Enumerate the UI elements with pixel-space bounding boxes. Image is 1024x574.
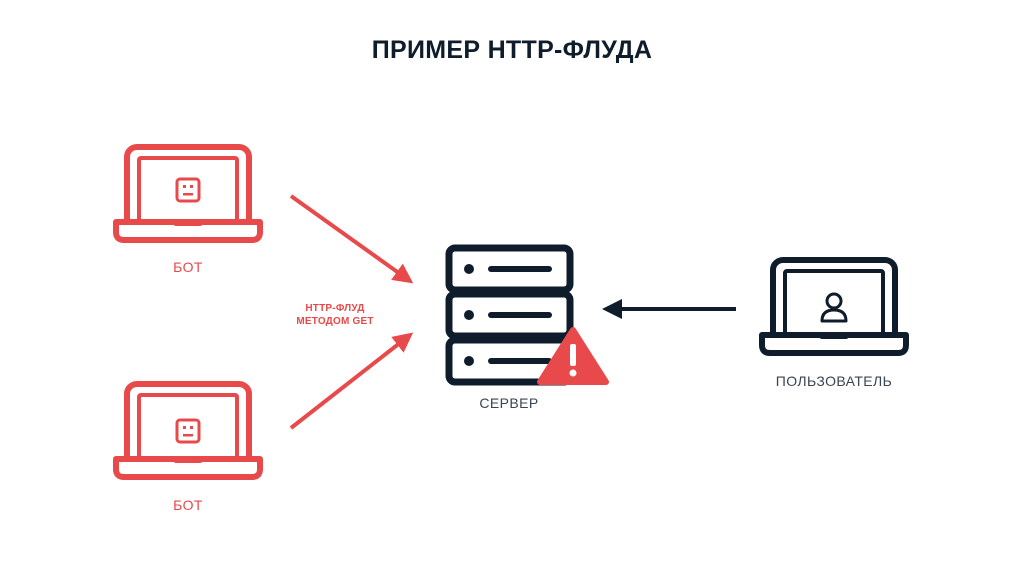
bot-face-icon: [175, 418, 201, 444]
user-laptop: [759, 257, 909, 356]
bot-label-top: БОТ: [173, 259, 203, 275]
user-label: ПОЛЬЗОВАТЕЛЬ: [775, 373, 893, 389]
attack-arrow-top: [289, 194, 414, 284]
attack-label-line1: HTTP-ФЛУД: [305, 303, 365, 314]
diagram-title: ПРИМЕР HTTP-ФЛУДА: [371, 36, 653, 64]
bot-label-bottom: БОТ: [173, 497, 203, 513]
warning-triangle-icon: [537, 327, 609, 385]
server-stack-icon: [445, 244, 574, 386]
bot-laptop-top: [113, 144, 263, 243]
attack-arrow-bottom: [289, 332, 414, 430]
user-person-icon: [820, 292, 848, 323]
server-label: СЕРВЕР: [479, 395, 539, 411]
bot-laptop-bottom: [113, 381, 263, 480]
attack-label: HTTP-ФЛУД МЕТОДОМ GET: [270, 302, 400, 328]
attack-label-line2: МЕТОДОМ GET: [296, 316, 374, 327]
bot-face-icon: [175, 177, 201, 203]
